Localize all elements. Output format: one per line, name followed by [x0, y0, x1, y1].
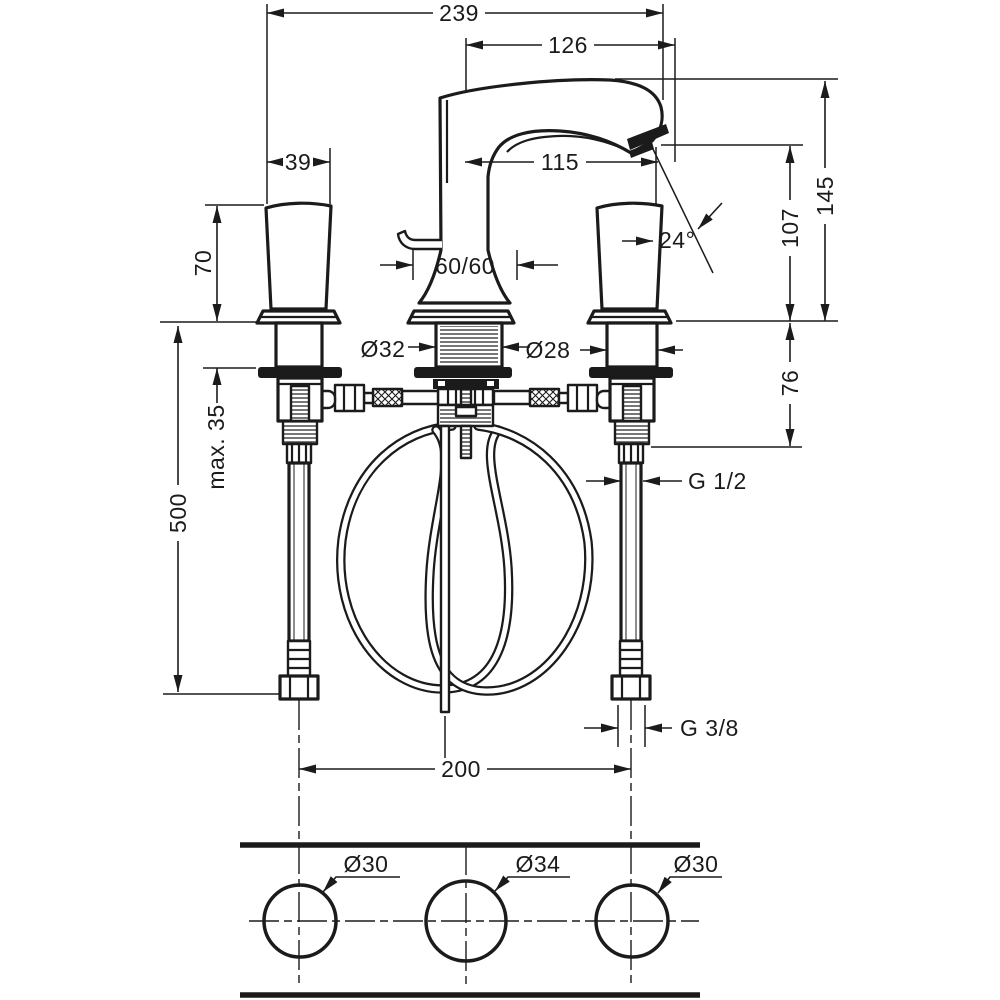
dim-hole-left: Ø30: [344, 851, 389, 877]
hose-loops: [336, 421, 594, 696]
spray-angle-line: [651, 146, 714, 274]
dim-hole-center: Ø34: [516, 851, 561, 877]
pipe-left: [315, 383, 440, 413]
dim-shank-center: Ø32: [361, 336, 406, 362]
dim-handle-width: 39: [285, 149, 312, 175]
rect-primitive: [542, 34, 594, 56]
left-shank: [274, 321, 324, 369]
rect-primitive: [400, 389, 440, 406]
bottom-view: [240, 842, 700, 998]
dim-shank-side: Ø28: [526, 337, 571, 363]
g-primitive: [613, 419, 651, 446]
dim-hole-right: Ø30: [674, 851, 719, 877]
dim-hose-length: 500: [165, 493, 191, 533]
rect-primitive: [333, 383, 366, 413]
left-supply-hose: [287, 461, 311, 643]
right-hose-crimp: [617, 442, 645, 465]
rect-primitive: [534, 151, 586, 173]
connection-pipes: [315, 383, 617, 413]
right-washer: [589, 367, 673, 378]
rect-primitive: [440, 326, 498, 365]
tee-connector: [436, 387, 495, 460]
right-handle: [595, 201, 664, 311]
rect-primitive: [362, 391, 375, 405]
aerator-ring: [629, 142, 654, 158]
rect-primitive: [812, 168, 838, 224]
right-hose-nut: [610, 674, 652, 701]
spout-washer: [414, 367, 512, 378]
rect-primitive: [165, 485, 191, 541]
left-hose-crimp: [285, 442, 313, 465]
g-primitive: [459, 387, 473, 407]
right-shank: [605, 321, 659, 369]
rect-primitive: [557, 391, 570, 405]
g-primitive: [436, 403, 495, 428]
path-primitive: [426, 423, 592, 694]
dim-deck-thickness: max. 35: [203, 404, 229, 489]
dim-reach-tip: 126: [548, 32, 588, 58]
left-hose-nut: [278, 674, 320, 701]
rect-primitive: [284, 422, 316, 443]
path-primitive: [657, 876, 722, 894]
dim-handle-height: 70: [190, 250, 216, 277]
hole-center: [424, 879, 508, 963]
g-primitive: [528, 387, 561, 408]
g-primitive: [459, 424, 473, 460]
rect-primitive: [374, 390, 401, 405]
aerator: [627, 124, 669, 150]
spout-underside-inner: [506, 134, 628, 153]
hole-right: [594, 883, 670, 959]
g-primitive: [281, 419, 319, 446]
rect-primitive: [454, 405, 478, 418]
rect-primitive: [435, 758, 487, 780]
path-primitive: [336, 421, 514, 694]
dim-reach-aerator: 115: [541, 149, 579, 175]
left-handle-assembly: [255, 201, 342, 701]
popup-rod: [439, 424, 451, 714]
spout-flange: [433, 379, 499, 389]
dim-thread-valve: G 1/2: [688, 468, 747, 494]
rect-primitive: [438, 381, 445, 386]
dim-spray-angle: 24°: [659, 227, 695, 253]
rect-primitive: [462, 427, 470, 457]
rect-primitive: [283, 151, 313, 173]
rect-primitive: [566, 383, 599, 413]
dim-thread-supply: G 3/8: [680, 715, 739, 741]
dimensions: 239 126 115 39 70 max. 35 500 145 107 7: [165, 0, 838, 894]
spout-assembly: [396, 78, 669, 714]
popup-lever: [396, 229, 442, 251]
rect-primitive: [777, 200, 803, 256]
rect-primitive: [462, 390, 470, 404]
dim-height-spout-top: 145: [812, 176, 838, 216]
right-supply-hose: [619, 461, 643, 643]
hole-left: [262, 883, 338, 959]
left-handle: [264, 201, 333, 311]
path-primitive: [338, 423, 512, 692]
dim-hole-distance: 200: [441, 756, 481, 782]
right-hose-end: [618, 639, 644, 678]
left-hose-end: [286, 639, 312, 678]
dim-overall-width: 239: [439, 0, 479, 26]
rect-primitive: [487, 381, 494, 386]
right-handle-assembly: [586, 201, 673, 701]
rect-primitive: [531, 390, 558, 405]
rect-primitive: [433, 2, 485, 24]
rect-primitive: [777, 362, 803, 404]
path-primitive: [494, 875, 570, 892]
left-washer: [258, 367, 342, 378]
g-primitive: [371, 387, 404, 408]
dim-under-deck: 76: [777, 370, 803, 397]
path-primitive: [322, 876, 400, 893]
spout-shank: [434, 321, 504, 369]
rect-primitive: [616, 422, 648, 443]
rect-primitive: [492, 389, 532, 406]
dim-height-outlet: 107: [777, 208, 803, 248]
dim-base-plate: 60/60: [435, 253, 495, 279]
line-primitive: [697, 202, 723, 230]
pipe-right: [492, 383, 617, 413]
